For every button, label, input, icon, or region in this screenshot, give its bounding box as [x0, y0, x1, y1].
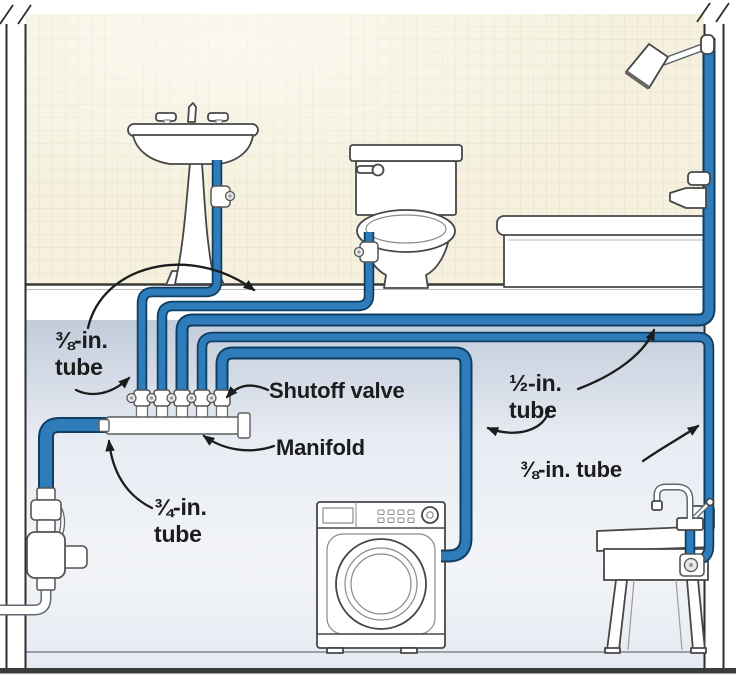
left-wall-break-mark	[0, 4, 32, 25]
utility-faucet	[651, 487, 715, 531]
manifold-shutoff-valves	[126, 389, 231, 407]
water-meter	[26, 531, 66, 579]
arrow-manifold	[202, 434, 276, 452]
washer-buttons	[377, 509, 415, 523]
washer-display	[322, 507, 354, 524]
shower-escutcheon	[700, 34, 715, 55]
utility-sink-shutoff-valve	[679, 553, 705, 577]
right-wall-break-mark	[696, 2, 730, 23]
water-main-assembly	[0, 487, 88, 610]
label-shutoff-valve: Shutoff valve	[269, 378, 405, 403]
label-three-eighths-tube-right: ⅜-in. tube	[520, 457, 622, 482]
utility-faucet-base	[676, 517, 704, 531]
utility-faucet-spout	[651, 500, 663, 511]
arrow-shutoff-valve	[225, 384, 270, 399]
washing-machine	[316, 501, 446, 654]
arrow-12-tube-up	[576, 328, 656, 391]
arrow-38-tube-right	[641, 424, 700, 463]
main-shutoff-valve	[30, 499, 62, 521]
tub-body	[503, 233, 709, 288]
sink-shutoff-valve	[210, 185, 236, 208]
arrow-38-tube-risers	[74, 376, 131, 396]
tub-spout	[669, 171, 711, 209]
label-manifold: Manifold	[276, 435, 365, 460]
arrow-12-tube-left	[486, 407, 551, 437]
arrow-38-tube-arc	[86, 263, 256, 330]
label-half-inch-tube: ½-in. tube	[509, 370, 562, 423]
toilet-tank-lid	[349, 144, 463, 162]
washer-foot-left	[326, 647, 344, 654]
bathtub	[496, 215, 710, 288]
tub-spout-body	[669, 187, 707, 209]
label-three-eighths-tube-left: ⅜-in. tube	[55, 327, 108, 380]
shower-head	[624, 34, 715, 90]
manifold-body	[105, 416, 243, 435]
arrow-34-tube	[105, 439, 154, 510]
manifold-inlet	[98, 418, 110, 433]
foundation-line	[0, 668, 736, 674]
tub-faucet-handle	[687, 171, 711, 186]
washer-foot-right	[400, 647, 418, 654]
sink-faucet-spout	[187, 102, 197, 123]
annotation-arrows	[74, 263, 700, 510]
toilet	[349, 144, 463, 289]
manifold-end-cap	[237, 412, 251, 439]
tub-rim	[496, 215, 710, 236]
toilet-shutoff-valve	[353, 241, 379, 263]
label-three-quarter-tube: ¾-in. tube	[154, 494, 207, 547]
